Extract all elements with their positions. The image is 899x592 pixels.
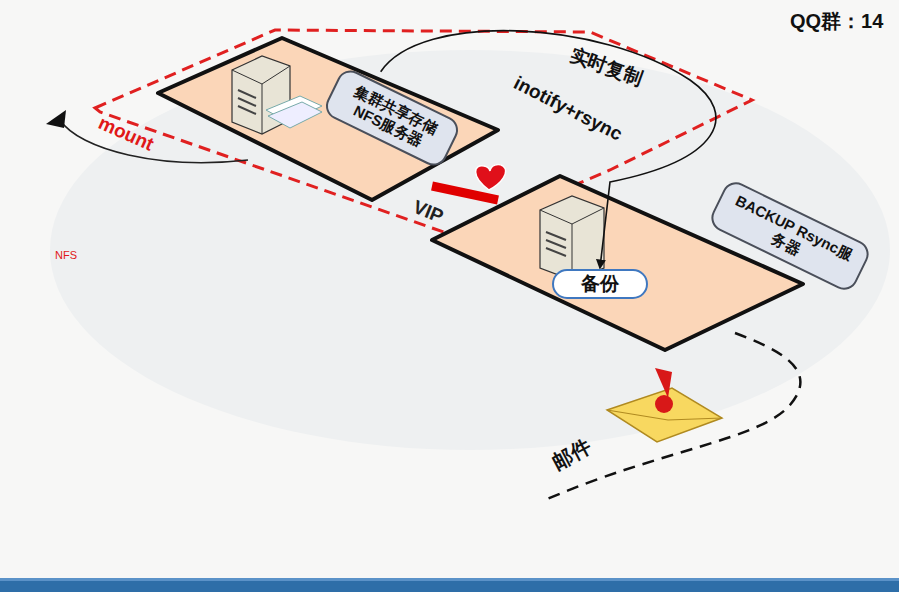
nfs-note: NFS [55,249,77,261]
qq-group-label: QQ群：14 [790,8,883,35]
node-text: 备份 [560,273,640,296]
backup-label-box: 备份 [552,269,648,300]
